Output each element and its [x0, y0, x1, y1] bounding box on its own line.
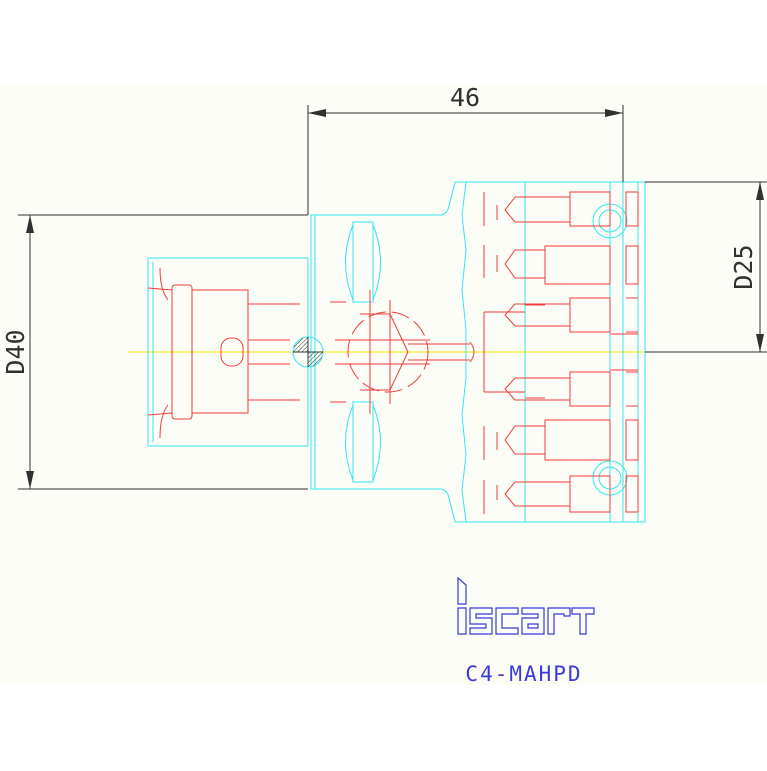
- dimension-d25-label: D25: [729, 244, 758, 289]
- dimension-arrows: [26, 109, 764, 489]
- dimension-d40-label: D40: [1, 329, 30, 374]
- part-number-label: C4-MAHPD: [465, 662, 582, 686]
- dimension-length-label: 46: [450, 83, 480, 112]
- flange-body: [310, 181, 646, 523]
- dimension-lines: [18, 105, 767, 490]
- paper-background: [0, 85, 767, 685]
- iscar-logo: [457, 576, 595, 635]
- hidden-lines: [147, 191, 639, 514]
- pin-cross: [293, 337, 323, 367]
